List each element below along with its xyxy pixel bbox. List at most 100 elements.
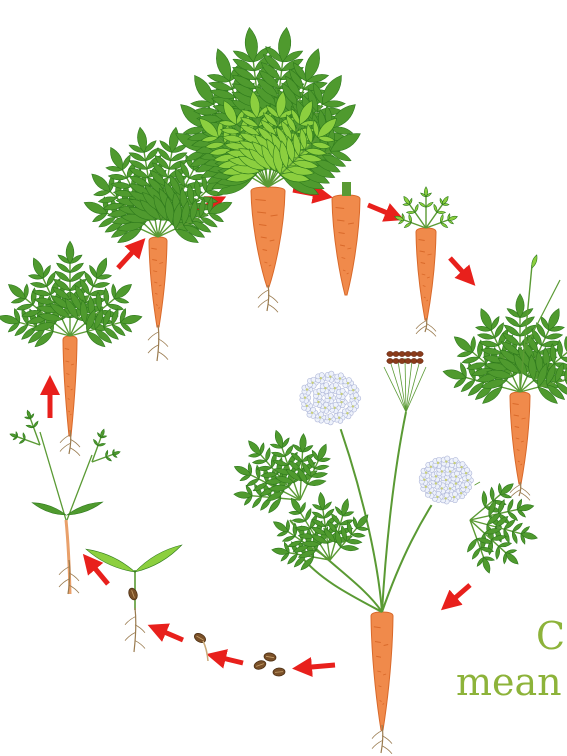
flower-center [317, 393, 319, 395]
rootlet [258, 300, 268, 308]
leaf-blade [424, 187, 428, 197]
flower-center [320, 377, 322, 379]
flower-center [346, 412, 348, 414]
seed-head-fruit [405, 358, 411, 363]
flower-center [347, 382, 349, 384]
leaf-blade [557, 340, 562, 358]
leaf-blade [111, 182, 131, 188]
leaf-blade [442, 196, 448, 204]
cut-off-title-line-1: Ca [536, 614, 567, 658]
leaf-blade [114, 284, 131, 298]
cycle-arrow [118, 244, 140, 268]
flower-petal [353, 393, 358, 398]
cycle-arrow [88, 560, 108, 584]
flowering-stem [300, 555, 382, 612]
flower-center [352, 405, 354, 407]
flower-center [435, 482, 437, 484]
flower-center [425, 486, 427, 488]
leaf-blade [282, 536, 295, 541]
rootlet [268, 295, 278, 303]
cut-off-title-line-2: mean [456, 660, 562, 704]
seed-head-fruit [399, 351, 405, 356]
rootlet [382, 746, 392, 754]
leaf-blade [209, 82, 233, 90]
leaf-blade [8, 284, 25, 298]
carrot-root [251, 187, 285, 287]
leaf-blade [266, 448, 271, 461]
leaf-blade [30, 282, 46, 287]
flower-center [429, 492, 431, 494]
flower-center [328, 418, 330, 420]
carrot-root [371, 612, 393, 730]
leaf-blade [257, 466, 272, 471]
leaf-blade [93, 439, 97, 445]
carrot-root [63, 336, 77, 436]
leaf-blade [240, 475, 251, 481]
flower-center [441, 487, 443, 489]
flower-petal [436, 491, 441, 496]
leaf-blade [482, 491, 487, 507]
flower-center [430, 466, 432, 468]
cycle-arrow [447, 585, 470, 605]
flower-petal [466, 475, 471, 480]
leaf-blade [34, 298, 54, 304]
leaf-blade [415, 204, 418, 212]
leaf-blade [305, 509, 311, 521]
leaf-blade [247, 479, 259, 486]
flower-center [445, 479, 447, 481]
leaf-blade [500, 484, 513, 495]
rootlet [158, 339, 168, 347]
flower-petal [444, 493, 449, 498]
rootlet [125, 617, 135, 625]
flower-petal [338, 412, 343, 417]
seed-head-ray [405, 358, 406, 412]
flower-center [338, 417, 340, 419]
seed-head-fruit [417, 358, 423, 363]
leaf-blade [112, 309, 118, 325]
seed-head-fruit [411, 351, 417, 356]
flower-center [453, 496, 455, 498]
flower-petal [333, 383, 338, 388]
leaf-blade [19, 440, 25, 444]
flower-center [441, 470, 443, 472]
leaf-blade [315, 465, 329, 470]
rootlet [60, 435, 70, 443]
leaf-blade [340, 520, 353, 525]
cycle-arrow [368, 205, 397, 217]
rootlet [70, 439, 80, 447]
seed-head-fruit [411, 358, 417, 363]
leaf-blade [67, 502, 103, 515]
flower-center [460, 492, 462, 494]
flower-center [329, 397, 331, 399]
leaf-blade [322, 75, 341, 104]
stage-carrot-regrowing-tops [395, 187, 458, 337]
leaf-blade [34, 421, 38, 427]
flower-center [455, 475, 457, 477]
leaf-blade [11, 298, 25, 303]
flower-petal [318, 412, 323, 417]
rootlet [59, 567, 69, 575]
leaf-blade [490, 487, 494, 501]
seed-head-fruit [387, 351, 393, 356]
leaf-blade [93, 282, 109, 287]
leaf-blade [508, 499, 513, 511]
leaf-blade [273, 522, 288, 532]
seed-head-fruit [393, 358, 399, 363]
leaf-blade [561, 357, 567, 363]
seed-head-fruit [387, 358, 393, 363]
flower-petal [340, 388, 345, 393]
leaf-blade [434, 204, 437, 212]
rootlet [372, 731, 382, 739]
flowering-stem [332, 405, 382, 612]
flower-petal [352, 385, 357, 390]
flower-center [466, 479, 468, 481]
rootlet [148, 345, 158, 353]
flower-petal [452, 491, 457, 496]
cycle-arrow [214, 656, 243, 663]
leaf-blade [347, 521, 352, 534]
leaf-blade [477, 557, 483, 566]
stage-germinating-seed [193, 632, 208, 661]
leaf-blade [301, 502, 306, 513]
leaf-blade [249, 441, 261, 455]
